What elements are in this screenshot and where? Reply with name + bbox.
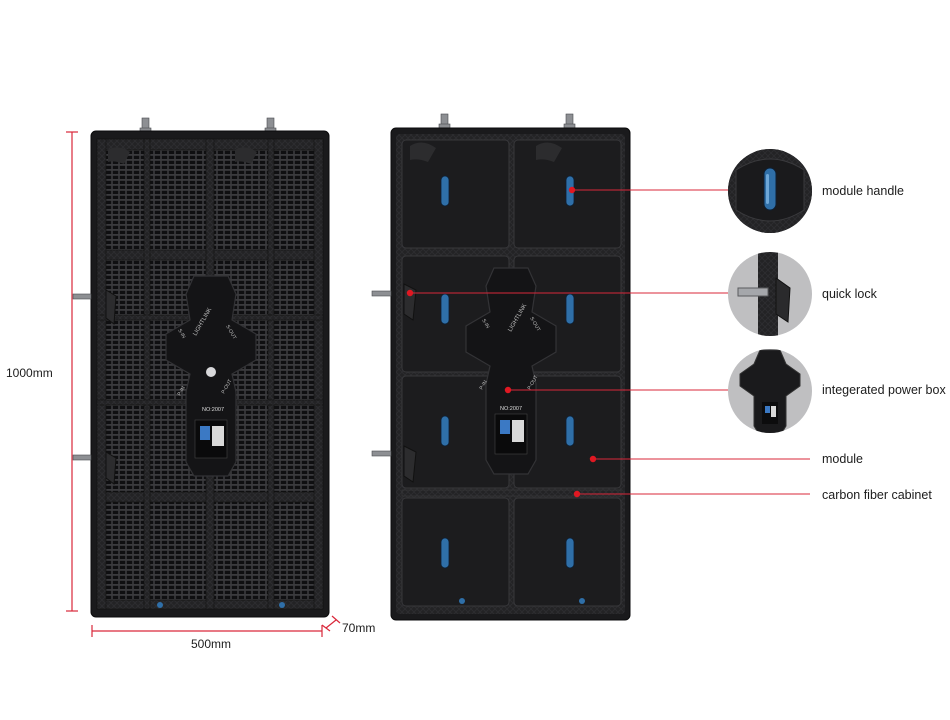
front-view-cabinet: LIGHTLINK S-IN S-OUT P-IN P-OUT NO:2007 — [371, 113, 631, 621]
height-dimension — [66, 131, 78, 612]
front-power-box — [465, 267, 557, 475]
callout-dot-cabinet — [573, 490, 581, 498]
callout-label-module: module — [822, 452, 863, 466]
back-port-label-pin: P-IN — [177, 385, 187, 397]
callout-dot-module-handle — [568, 186, 576, 194]
front-serial-text: NO:2007 — [500, 406, 522, 412]
callout-dots — [406, 186, 597, 498]
callout-label-quick-lock: quick lock — [822, 287, 877, 301]
depth-dimension-label: 70mm — [342, 621, 376, 635]
detail-circle-power-box — [728, 349, 812, 433]
callout-dot-quick-lock — [406, 289, 414, 297]
front-port-label-sin: S-IN — [480, 318, 490, 330]
height-dimension-label: 1000mm — [6, 366, 53, 380]
depth-dimension — [321, 615, 341, 632]
back-serial-text: NO:2007 — [202, 407, 224, 413]
callout-dot-power-box — [504, 386, 512, 394]
callout-label-cabinet: carbon fiber cabinet — [822, 488, 932, 502]
back-view-cabinet: LIGHTLINK S-IN S-OUT P-IN P-OUT NO:2007 — [72, 117, 330, 618]
front-port-label-pin: P-IN — [479, 379, 489, 391]
callout-label-power-box: integerated power box — [822, 383, 946, 397]
callout-lines — [410, 189, 810, 495]
detail-circle-module-handle — [728, 149, 812, 233]
callout-dot-module — [589, 455, 597, 463]
back-port-label-sin: S-IN — [176, 328, 186, 340]
width-dimension-label: 500mm — [191, 637, 232, 651]
width-dimension — [91, 625, 323, 637]
detail-circle-quick-lock — [728, 252, 812, 336]
callout-label-module-handle: module handle — [822, 184, 905, 198]
